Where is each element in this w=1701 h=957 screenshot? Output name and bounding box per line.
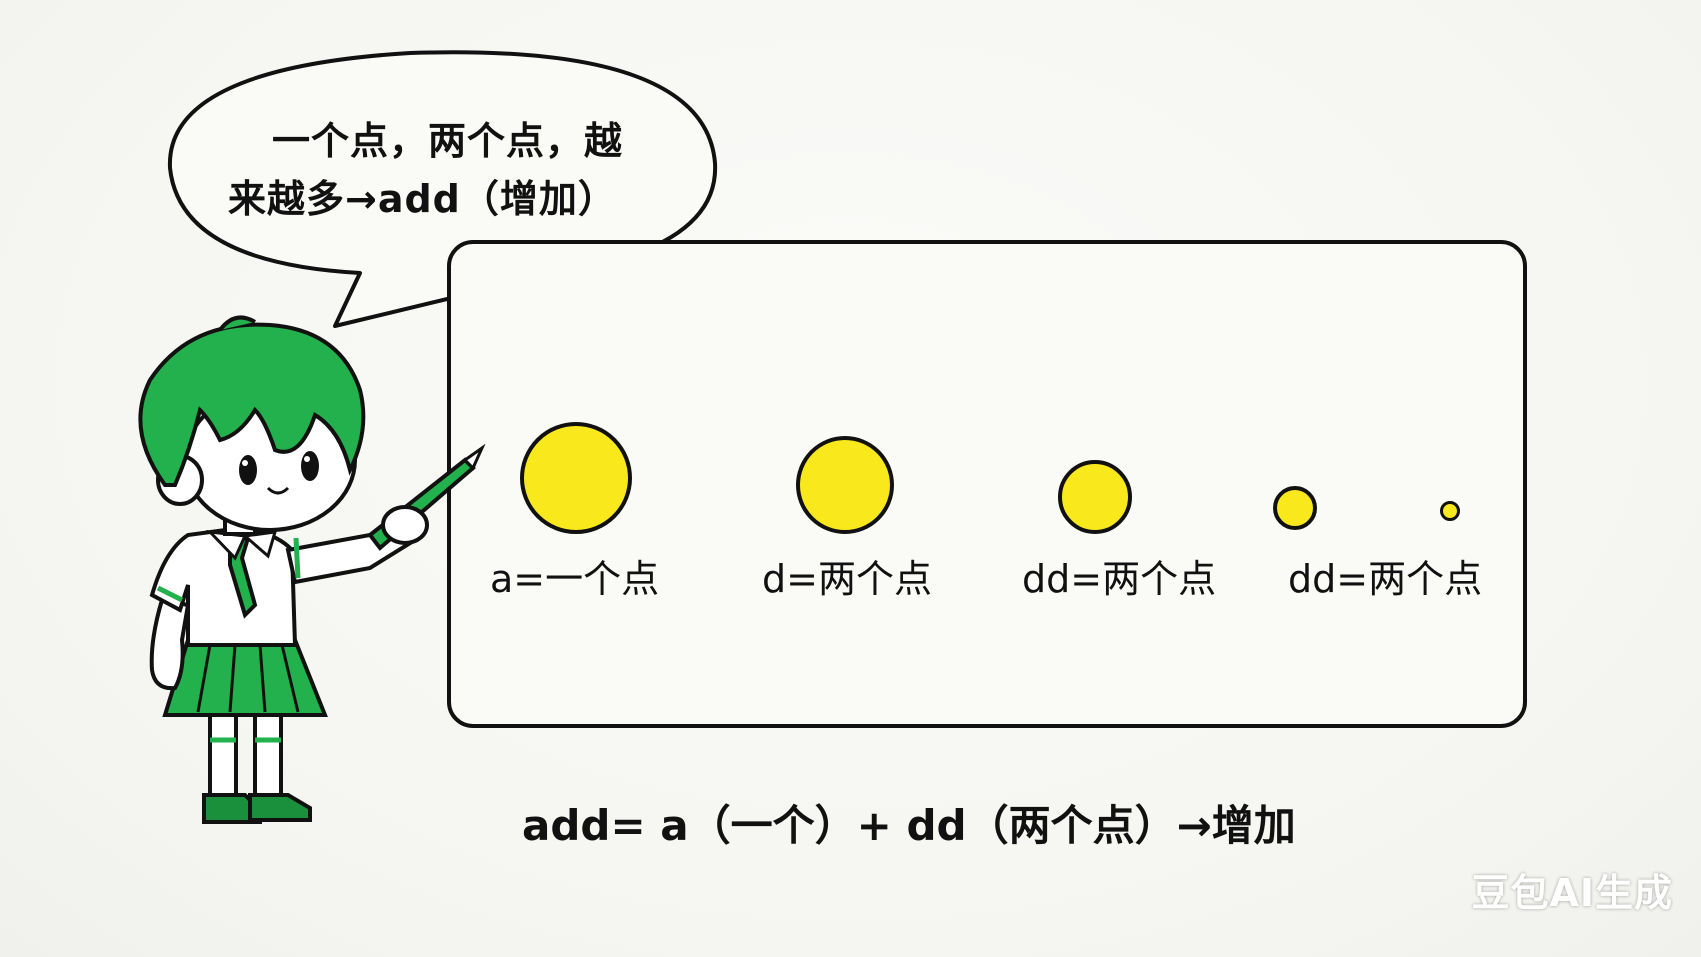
right-shoe bbox=[248, 793, 312, 822]
left-leg bbox=[208, 703, 238, 802]
formula-text: add= a（一个）+ dd（两个点）→增加 bbox=[522, 801, 1296, 850]
dot-small bbox=[1273, 486, 1317, 530]
dot-label-dd-2: dd=两个点 bbox=[1288, 557, 1483, 601]
dot-label-dd-1: dd=两个点 bbox=[1022, 557, 1217, 601]
right-hand bbox=[381, 505, 429, 545]
speech-bubble-text: 一个点，两个点，越 来越多→add（增加） bbox=[228, 112, 668, 228]
dot-large bbox=[520, 422, 632, 534]
skirt bbox=[162, 638, 328, 717]
bubble-line-1: 一个点，两个点，越 bbox=[272, 119, 624, 163]
watermark: 豆包AI生成 bbox=[1471, 871, 1673, 915]
dot-tiny bbox=[1440, 501, 1460, 521]
dot-medium-large bbox=[796, 436, 894, 534]
dot-label-d: d=两个点 bbox=[762, 557, 932, 601]
right-eye bbox=[301, 451, 319, 481]
girl-character bbox=[138, 315, 486, 824]
shirt bbox=[149, 525, 298, 647]
left-eye bbox=[239, 455, 257, 485]
dot-medium bbox=[1058, 460, 1132, 534]
hair bbox=[138, 322, 366, 487]
right-leg bbox=[253, 703, 283, 802]
bubble-line-2: 来越多→add（增加） bbox=[228, 177, 617, 221]
dot-label-a: a=一个点 bbox=[490, 557, 660, 601]
mouth bbox=[266, 486, 290, 495]
left-arm bbox=[149, 597, 191, 691]
